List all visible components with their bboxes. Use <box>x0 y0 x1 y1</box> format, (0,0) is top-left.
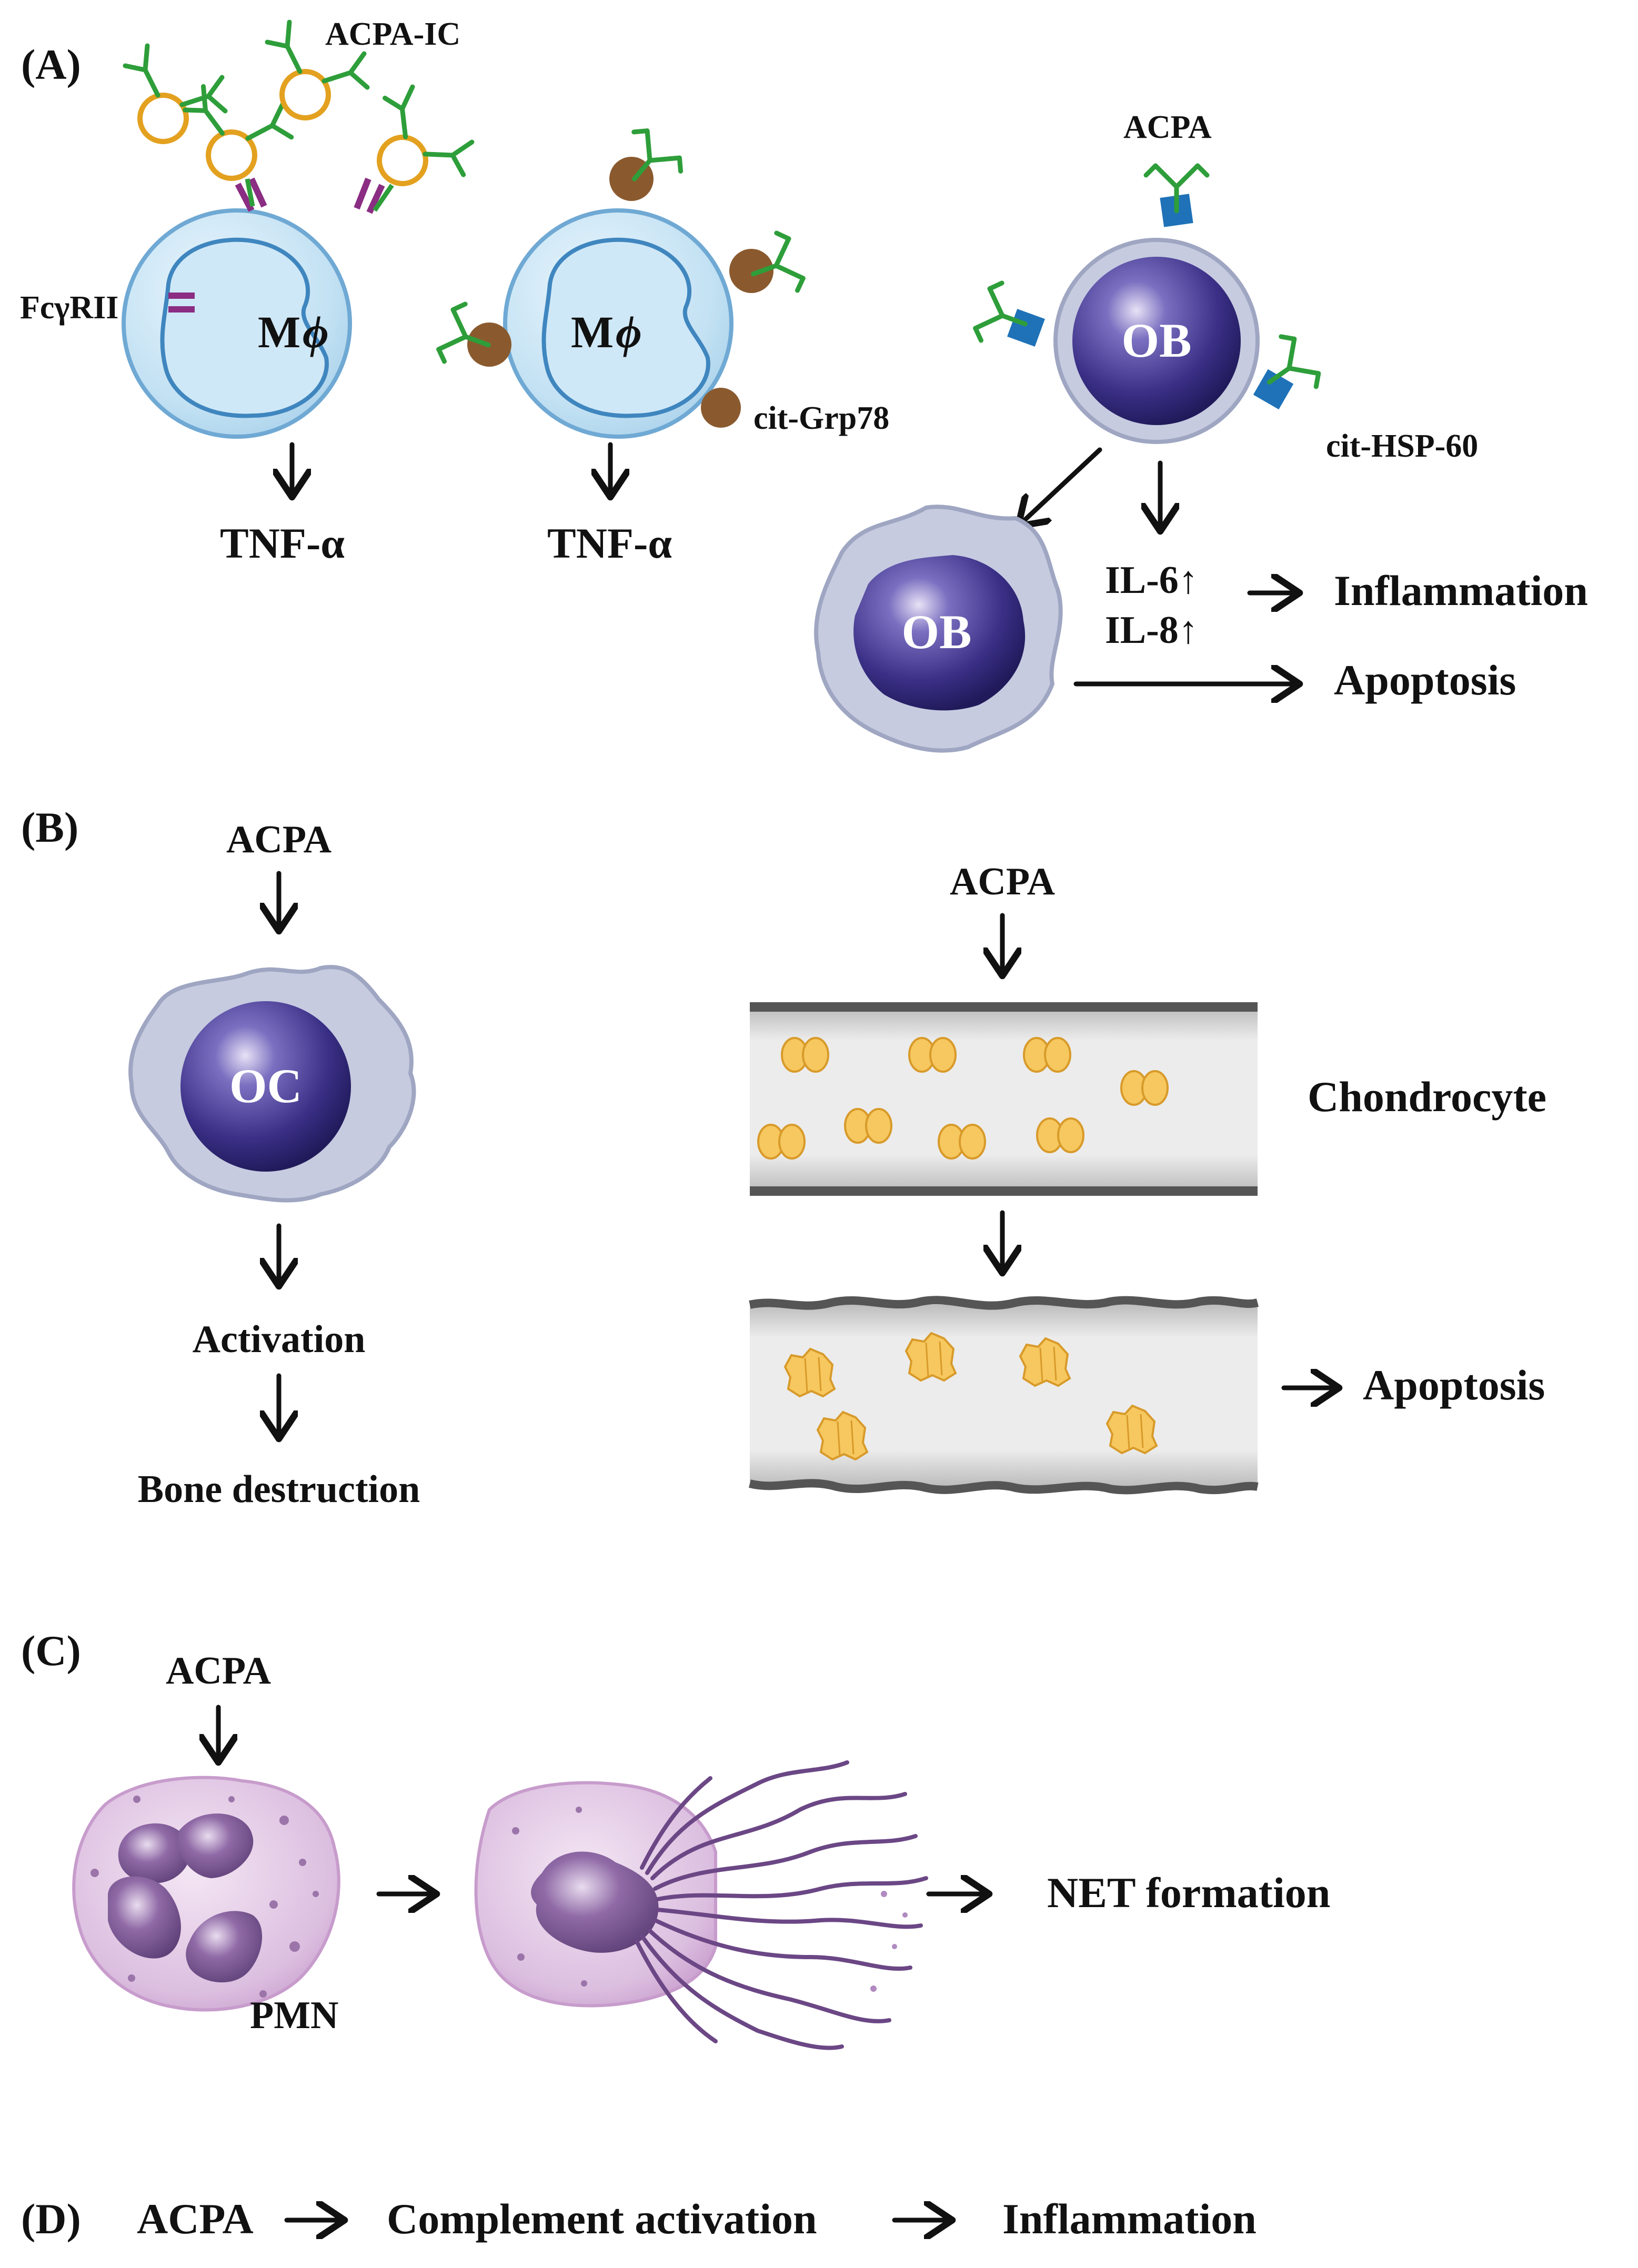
complement-activation-label: Complement activation <box>387 2195 817 2243</box>
acpa-d-label: ACPA <box>137 2195 254 2243</box>
activation-label: Activation <box>193 1318 366 1361</box>
macrophage-1-phi: ϕ <box>303 307 329 357</box>
acpa-b-right-label: ACPA <box>950 860 1055 903</box>
panel-c: (C) ACPA PMN <box>21 1627 1330 2050</box>
acpa-ic-4 <box>359 79 486 204</box>
osteoclast-label: OC <box>229 1059 302 1113</box>
panel-d-label: (D) <box>21 2195 81 2243</box>
inflammation-a-label: Inflammation <box>1334 567 1588 614</box>
macrophage-2-phi: ϕ <box>616 307 642 357</box>
panel-a-label: (A) <box>21 41 81 88</box>
panel-c-label: (C) <box>21 1627 81 1675</box>
cit-grp78-group <box>436 125 807 428</box>
bone-destruction-label: Bone destruction <box>138 1468 420 1511</box>
macrophage-2-label: M <box>571 307 614 357</box>
il8-label: IL-8↑ <box>1105 609 1198 652</box>
inflammation-d-label: Inflammation <box>1002 2195 1257 2243</box>
netting-neutrophil <box>474 1760 928 2050</box>
arrow-ob-apoptotic <box>1018 447 1102 526</box>
fcgrii-receptors <box>168 177 385 313</box>
acpa-ic-2 <box>182 73 297 185</box>
acpa-b-left-label: ACPA <box>226 818 331 861</box>
acpa-c-label: ACPA <box>166 1649 271 1692</box>
osteoblast-apoptotic-label: OB <box>902 605 972 659</box>
panel-b-label: (B) <box>21 803 78 851</box>
net-formation-label: NET formation <box>1047 1869 1330 1917</box>
acpa-ic-label: ACPA-IC <box>325 16 460 52</box>
osteoblast-apoptotic: OB <box>814 505 1063 753</box>
cit-hsp60-group <box>972 166 1324 409</box>
acpa-top-label: ACPA <box>1123 109 1212 145</box>
cartilage-healthy <box>750 1002 1258 1196</box>
macrophage-1: M ϕ <box>122 208 352 439</box>
chondrocyte-label: Chondrocyte <box>1308 1073 1546 1121</box>
ic-stems <box>245 178 394 212</box>
apoptosis-b-label: Apoptosis <box>1363 1361 1545 1409</box>
acpa-ic-1 <box>125 46 225 142</box>
pmn-label: PMN <box>250 1994 339 2037</box>
cartilage-damaged <box>749 1296 1259 1495</box>
osteoblast-top: OB <box>1053 238 1260 444</box>
cit-hsp60-label: cit-HSP-60 <box>1326 428 1478 464</box>
panel-a: (A) M ϕ FcγRII ACPA-IC M ϕ <box>20 16 1588 753</box>
cit-grp78-label: cit-Grp78 <box>753 400 889 436</box>
macrophage-2: M ϕ <box>503 208 733 439</box>
panel-d: (D) ACPA Complement activation Inflammat… <box>21 2195 1257 2243</box>
apoptosis-a-label: Apoptosis <box>1334 656 1516 704</box>
il6-label: IL-6↑ <box>1105 559 1198 602</box>
tnf-alpha-right: TNF-α <box>547 519 672 567</box>
macrophage-1-label: M <box>258 307 300 357</box>
fcgrii-label: FcγRII <box>20 290 118 326</box>
tnf-alpha-left: TNF-α <box>220 519 345 567</box>
panel-b: (B) ACPA OC Activation Bone destruction … <box>21 803 1546 1511</box>
osteoblast-top-label: OB <box>1122 314 1192 367</box>
osteoclast: OC <box>128 965 416 1203</box>
neutrophil <box>72 1776 340 2012</box>
